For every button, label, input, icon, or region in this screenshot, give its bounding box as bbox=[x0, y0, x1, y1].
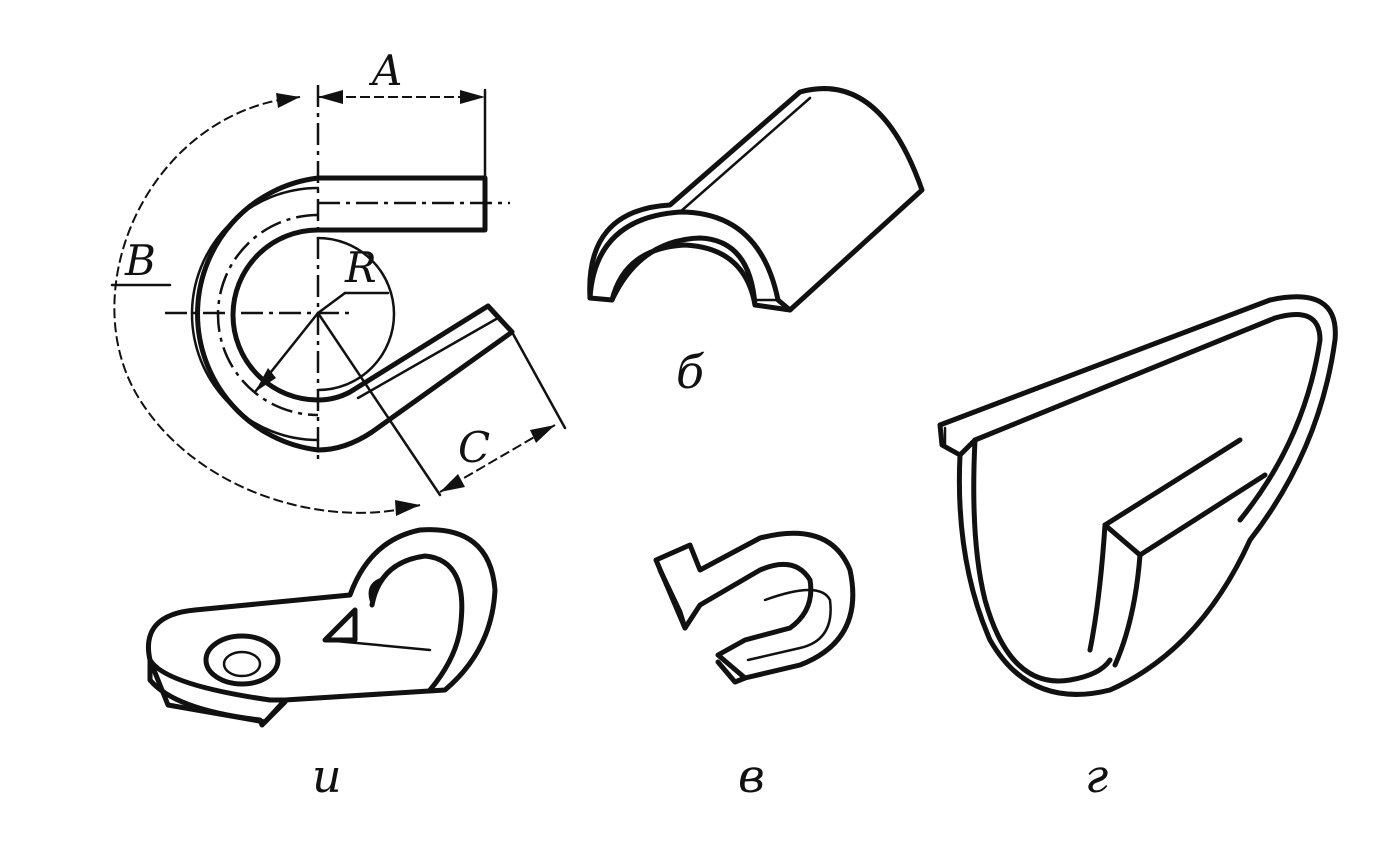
half-cylinder-part bbox=[587, 86, 925, 313]
part-label-third: в bbox=[738, 749, 765, 803]
strip-outline bbox=[195, 175, 515, 453]
dimension-a-label: A bbox=[368, 46, 402, 95]
dimension-b-label: B bbox=[124, 236, 156, 285]
clamp-part bbox=[146, 527, 498, 728]
hook-part bbox=[653, 530, 856, 685]
part-label-second: б bbox=[676, 345, 705, 399]
dimension-c-label: C bbox=[458, 423, 490, 472]
triangular-strip-part bbox=[937, 294, 1338, 697]
part-label-fourth: г bbox=[1085, 749, 1108, 803]
part-label-first: и bbox=[312, 749, 342, 803]
dimension-r-label: R bbox=[344, 243, 377, 292]
bent-strip-drawing: A B R C bbox=[110, 46, 567, 516]
